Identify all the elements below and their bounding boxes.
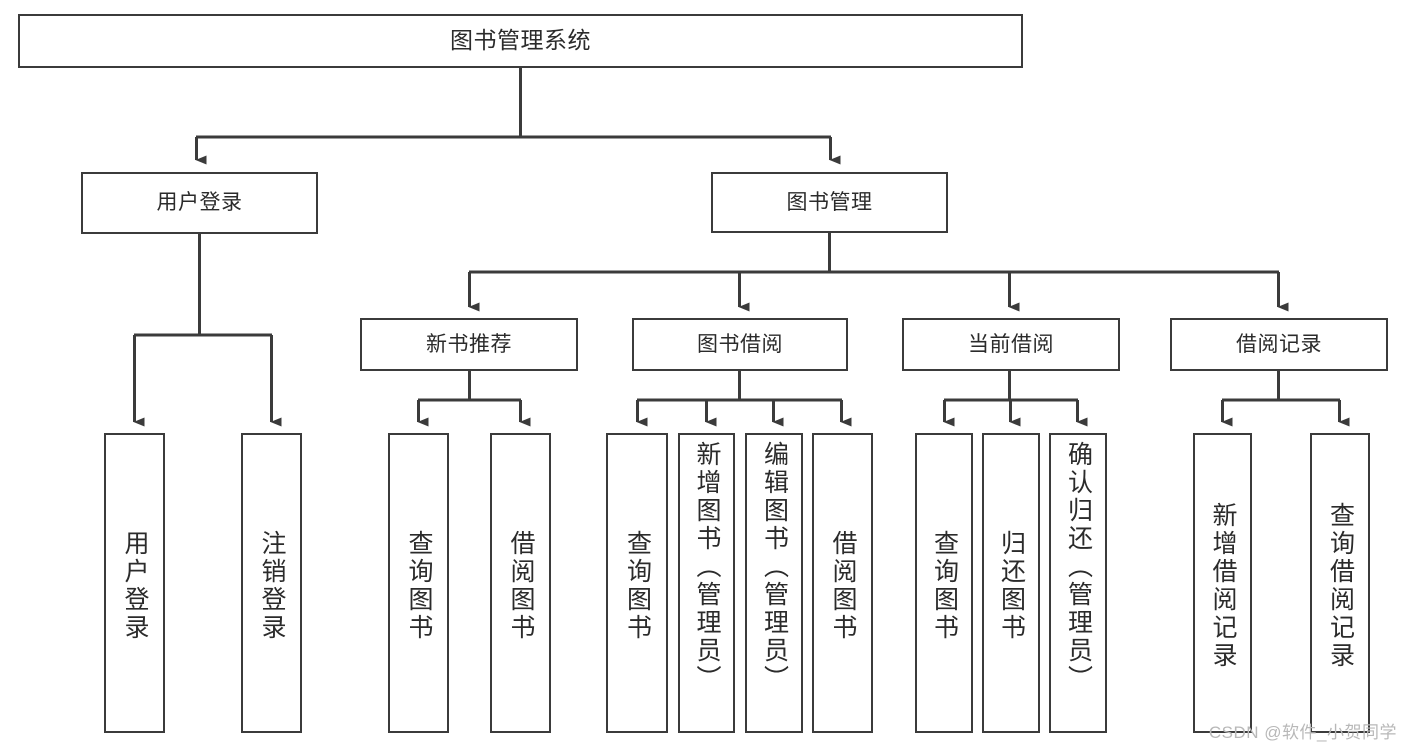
leaf-query-record-label: 查询借阅记录 [1326,502,1355,670]
leaf-user-logout-label: 注销登录 [258,530,286,642]
leaf-query-book-1[interactable]: 查询图书 [388,433,449,733]
leaf-confirm-return[interactable]: 确认归还（管理员） [1049,433,1107,733]
leaf-edit-book[interactable]: 编辑图书（管理员） [745,433,803,733]
leaf-query-record[interactable]: 查询借阅记录 [1310,433,1370,733]
leaf-user-logout[interactable]: 注销登录 [241,433,302,733]
csdn-watermark: CSDN @软件_小贺同学 [1208,723,1397,742]
leaf-add-record[interactable]: 新增借阅记录 [1193,433,1252,733]
leaf-query-book-2-label: 查询图书 [623,530,652,642]
leaf-return-book[interactable]: 归还图书 [982,433,1040,733]
node-current-borrow[interactable]: 当前借阅 [902,318,1120,371]
node-user-login-label: 用户登录 [156,191,243,215]
leaf-user-login-label: 用户登录 [121,530,149,642]
leaf-user-login[interactable]: 用户登录 [104,433,165,733]
leaf-add-record-label: 新增借阅记录 [1209,502,1237,670]
node-user-login[interactable]: 用户登录 [81,172,318,234]
leaf-query-book-3-label: 查询图书 [930,530,959,642]
leaf-confirm-return-label: 确认归还（管理员） [1064,441,1093,693]
node-new-book-recommend-label: 新书推荐 [426,332,512,356]
node-book-borrow-label: 图书借阅 [697,332,783,356]
leaf-query-book-3[interactable]: 查询图书 [915,433,973,733]
leaf-return-book-label: 归还图书 [997,530,1026,642]
leaf-borrow-book-1-label: 借阅图书 [507,530,535,642]
leaf-borrow-book-2-label: 借阅图书 [829,530,857,642]
node-current-borrow-label: 当前借阅 [968,332,1054,356]
node-book-manage-label: 图书管理 [786,190,873,214]
node-root[interactable]: 图书管理系统 [18,14,1023,68]
leaf-add-book[interactable]: 新增图书（管理员） [678,433,735,733]
node-borrow-record[interactable]: 借阅记录 [1170,318,1388,371]
leaf-borrow-book-2[interactable]: 借阅图书 [812,433,873,733]
node-book-manage[interactable]: 图书管理 [711,172,948,233]
node-borrow-record-label: 借阅记录 [1236,332,1322,356]
leaf-edit-book-label: 编辑图书（管理员） [760,441,789,693]
node-book-borrow[interactable]: 图书借阅 [632,318,848,371]
leaf-borrow-book-1[interactable]: 借阅图书 [490,433,551,733]
leaf-add-book-label: 新增图书（管理员） [693,441,721,693]
leaf-query-book-1-label: 查询图书 [405,530,433,642]
node-root-label: 图书管理系统 [450,27,591,54]
leaf-query-book-2[interactable]: 查询图书 [606,433,668,733]
node-new-book-recommend[interactable]: 新书推荐 [360,318,578,371]
